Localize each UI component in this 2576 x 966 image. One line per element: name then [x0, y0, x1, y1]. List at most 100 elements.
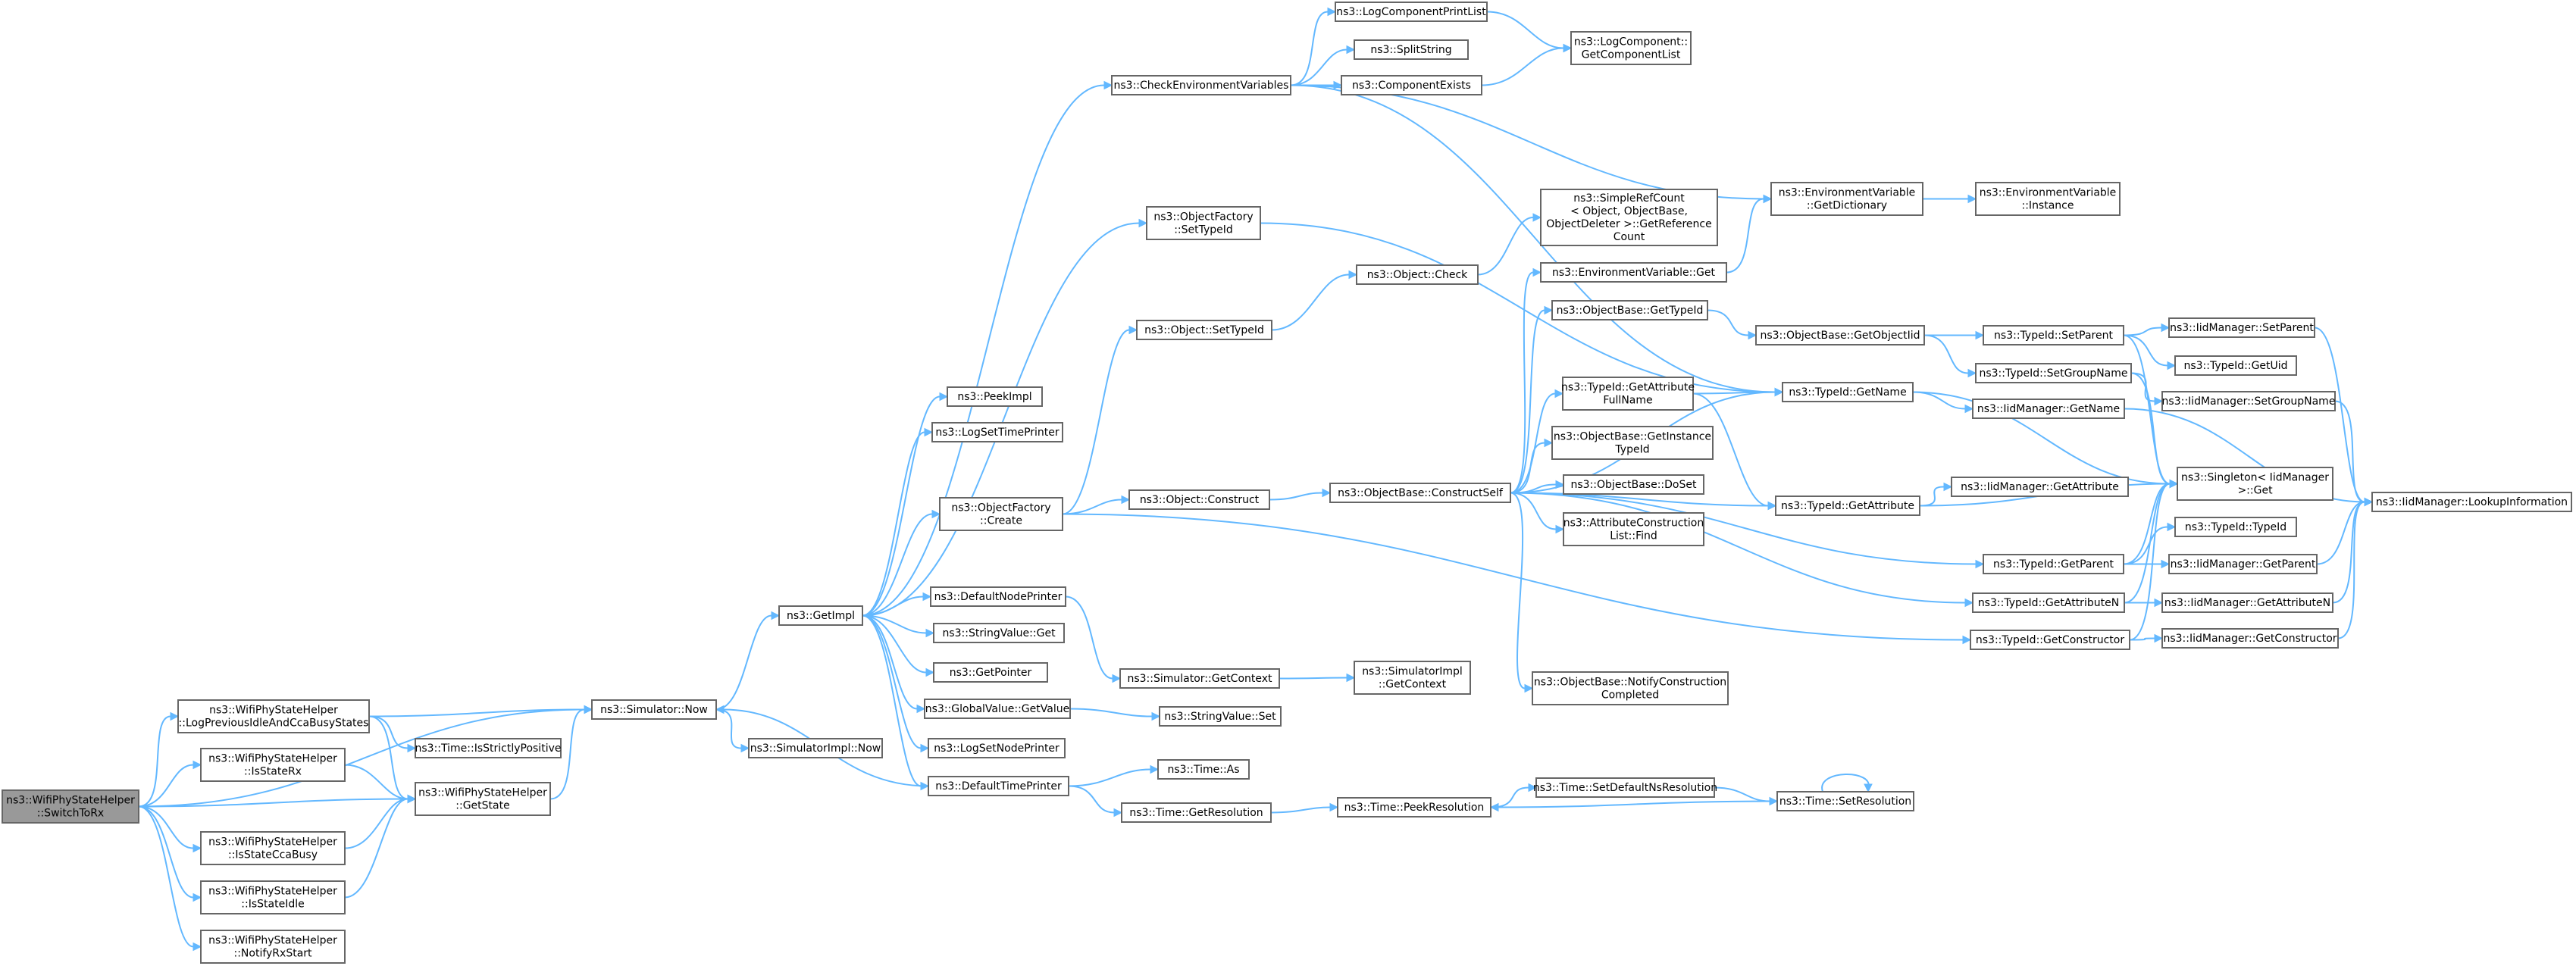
node-box[interactable] — [1775, 496, 1920, 516]
node-is-strictly-positive[interactable]: ns3::Time::IsStrictlyPositive — [415, 738, 562, 758]
node-box[interactable] — [748, 738, 883, 758]
node-iid-mgr-get-constructor[interactable]: ns3::IidManager::GetConstructor — [2161, 628, 2339, 649]
node-box[interactable] — [928, 776, 1069, 796]
node-iid-mgr-get-name[interactable]: ns3::IidManager::GetName — [1972, 399, 2125, 419]
node-box[interactable] — [1157, 759, 1250, 780]
node-object-set-type-id[interactable]: ns3::Object::SetTypeId — [1136, 320, 1272, 340]
node-box[interactable] — [2161, 391, 2336, 411]
node-box[interactable] — [1776, 791, 1914, 811]
node-type-id-get-attribute-n[interactable]: ns3::TypeId::GetAttributeN — [1972, 592, 2125, 613]
node-log-set-time-printer[interactable]: ns3::LogSetTimePrinter — [931, 422, 1063, 442]
node-box[interactable] — [933, 623, 1065, 643]
node-is-state-rx[interactable]: ns3::WifiPhyStateHelper::IsStateRx — [200, 748, 346, 782]
node-obj-base-construct-self[interactable]: ns3::ObjectBase::ConstructSelf — [1329, 483, 1511, 503]
node-box[interactable] — [1975, 182, 2121, 216]
node-box[interactable] — [200, 880, 346, 914]
node-box[interactable] — [200, 831, 346, 865]
node-sim-get-context[interactable]: ns3::Simulator::GetContext — [1119, 668, 1280, 689]
node-box[interactable] — [931, 422, 1063, 442]
node-sim-impl-get-context[interactable]: ns3::SimulatorImpl::GetContext — [1354, 661, 1471, 695]
node-object-check[interactable]: ns3::Object::Check — [1356, 264, 1479, 285]
node-box[interactable] — [1951, 477, 2129, 497]
node-iid-mgr-lookup-information[interactable]: ns3::IidManager::LookupInformation — [2371, 492, 2572, 512]
node-box[interactable] — [1121, 802, 1272, 823]
node-box[interactable] — [2174, 355, 2297, 376]
node-box[interactable] — [2161, 628, 2339, 649]
node-box[interactable] — [177, 699, 370, 733]
node-box[interactable] — [1972, 399, 2125, 419]
node-singleton-get[interactable]: ns3::Singleton< IidManager>::Get — [2177, 467, 2333, 501]
node-box[interactable] — [1335, 2, 1488, 22]
node-time-set-resolution[interactable]: ns3::Time::SetResolution — [1776, 791, 1914, 811]
node-box[interactable] — [1755, 325, 1925, 345]
node-get-pointer[interactable]: ns3::GetPointer — [933, 662, 1048, 683]
node-check-env-vars[interactable]: ns3::CheckEnvironmentVariables — [1111, 75, 1291, 95]
node-box[interactable] — [1329, 483, 1511, 503]
node-obj-base-do-set[interactable]: ns3::ObjectBase::DoSet — [1563, 474, 1704, 495]
node-type-id-get-constructor[interactable]: ns3::TypeId::GetConstructor — [1970, 630, 2130, 650]
node-switch-to-rx[interactable]: ns3::WifiPhyStateHelper::SwitchToRx — [2, 789, 139, 824]
node-simple-ref-count[interactable]: ns3::SimpleRefCount< Object, ObjectBase,… — [1540, 189, 1718, 246]
node-object-construct[interactable]: ns3::Object::Construct — [1128, 489, 1270, 510]
node-time-set-default-ns-res[interactable]: ns3::Time::SetDefaultNsResolution — [1533, 777, 1717, 798]
node-box[interactable] — [1111, 75, 1291, 95]
node-box[interactable] — [1770, 182, 1923, 216]
node-box[interactable] — [1983, 554, 2124, 574]
node-box[interactable] — [1563, 512, 1704, 546]
node-box[interactable] — [1551, 300, 1708, 320]
node-get-state[interactable]: ns3::WifiPhyStateHelper::GetState — [415, 782, 551, 816]
node-type-id-type-id[interactable]: ns3::TypeId::TypeId — [2174, 517, 2297, 537]
node-box[interactable] — [1354, 39, 1469, 60]
node-box[interactable] — [1128, 489, 1270, 510]
node-box[interactable] — [2177, 467, 2333, 501]
node-box[interactable] — [1532, 671, 1729, 705]
node-box[interactable] — [1570, 31, 1692, 65]
node-box[interactable] — [1159, 706, 1282, 727]
node-split-string[interactable]: ns3::SplitString — [1354, 39, 1469, 60]
node-box[interactable] — [415, 738, 562, 758]
node-iid-mgr-set-parent[interactable]: ns3::IidManager::SetParent — [2168, 317, 2315, 338]
node-box[interactable] — [1970, 630, 2130, 650]
node-box[interactable] — [778, 605, 863, 626]
node-box[interactable] — [591, 699, 717, 720]
node-type-id-get-attribute[interactable]: ns3::TypeId::GetAttribute — [1775, 496, 1920, 516]
node-box[interactable] — [1136, 320, 1272, 340]
node-box[interactable] — [200, 748, 346, 782]
node-peek-impl[interactable]: ns3::PeekImpl — [947, 386, 1043, 407]
node-box[interactable] — [1983, 325, 2124, 345]
node-box[interactable] — [1540, 262, 1727, 283]
node-box[interactable] — [1562, 377, 1694, 411]
node-type-id-set-group-name[interactable]: ns3::TypeId::SetGroupName — [1975, 363, 2132, 383]
node-obj-factory-set-type-id[interactable]: ns3::ObjectFactory::SetTypeId — [1146, 206, 1261, 240]
node-time-as[interactable]: ns3::Time::As — [1157, 759, 1250, 780]
node-box[interactable] — [1563, 474, 1704, 495]
node-box[interactable] — [1551, 426, 1714, 460]
node-iid-mgr-get-parent[interactable]: ns3::IidManager::GetParent — [2168, 554, 2318, 574]
node-type-id-set-parent[interactable]: ns3::TypeId::SetParent — [1983, 325, 2124, 345]
node-env-var-get-dictionary[interactable]: ns3::EnvironmentVariable::GetDictionary — [1770, 182, 1923, 216]
node-box[interactable] — [1119, 668, 1280, 689]
node-log-comp-print-list[interactable]: ns3::LogComponentPrintList — [1335, 2, 1488, 22]
node-box[interactable] — [933, 662, 1048, 683]
node-box[interactable] — [1540, 189, 1718, 246]
node-log-comp-get-list[interactable]: ns3::LogComponent::GetComponentList — [1570, 31, 1692, 65]
node-global-value-get-value[interactable]: ns3::GlobalValue::GetValue — [924, 699, 1071, 719]
node-box[interactable] — [1356, 264, 1479, 285]
node-box[interactable] — [1975, 363, 2132, 383]
node-time-get-resolution[interactable]: ns3::Time::GetResolution — [1121, 802, 1272, 823]
node-component-exists[interactable]: ns3::ComponentExists — [1341, 75, 1482, 95]
node-sim-now[interactable]: ns3::Simulator::Now — [591, 699, 717, 720]
node-sim-impl-now[interactable]: ns3::SimulatorImpl::Now — [748, 738, 883, 758]
node-box[interactable] — [1782, 382, 1914, 402]
node-notify-rx-start[interactable]: ns3::WifiPhyStateHelper::NotifyRxStart — [200, 930, 346, 964]
node-box[interactable] — [415, 782, 551, 816]
node-box[interactable] — [1972, 592, 2125, 613]
node-box[interactable] — [1337, 797, 1491, 818]
node-is-state-idle[interactable]: ns3::WifiPhyStateHelper::IsStateIdle — [200, 880, 346, 914]
node-obj-base-notify-construction[interactable]: ns3::ObjectBase::NotifyConstructionCompl… — [1532, 671, 1729, 705]
node-box[interactable] — [2, 789, 139, 824]
node-box[interactable] — [2168, 554, 2318, 574]
node-box[interactable] — [2174, 517, 2297, 537]
